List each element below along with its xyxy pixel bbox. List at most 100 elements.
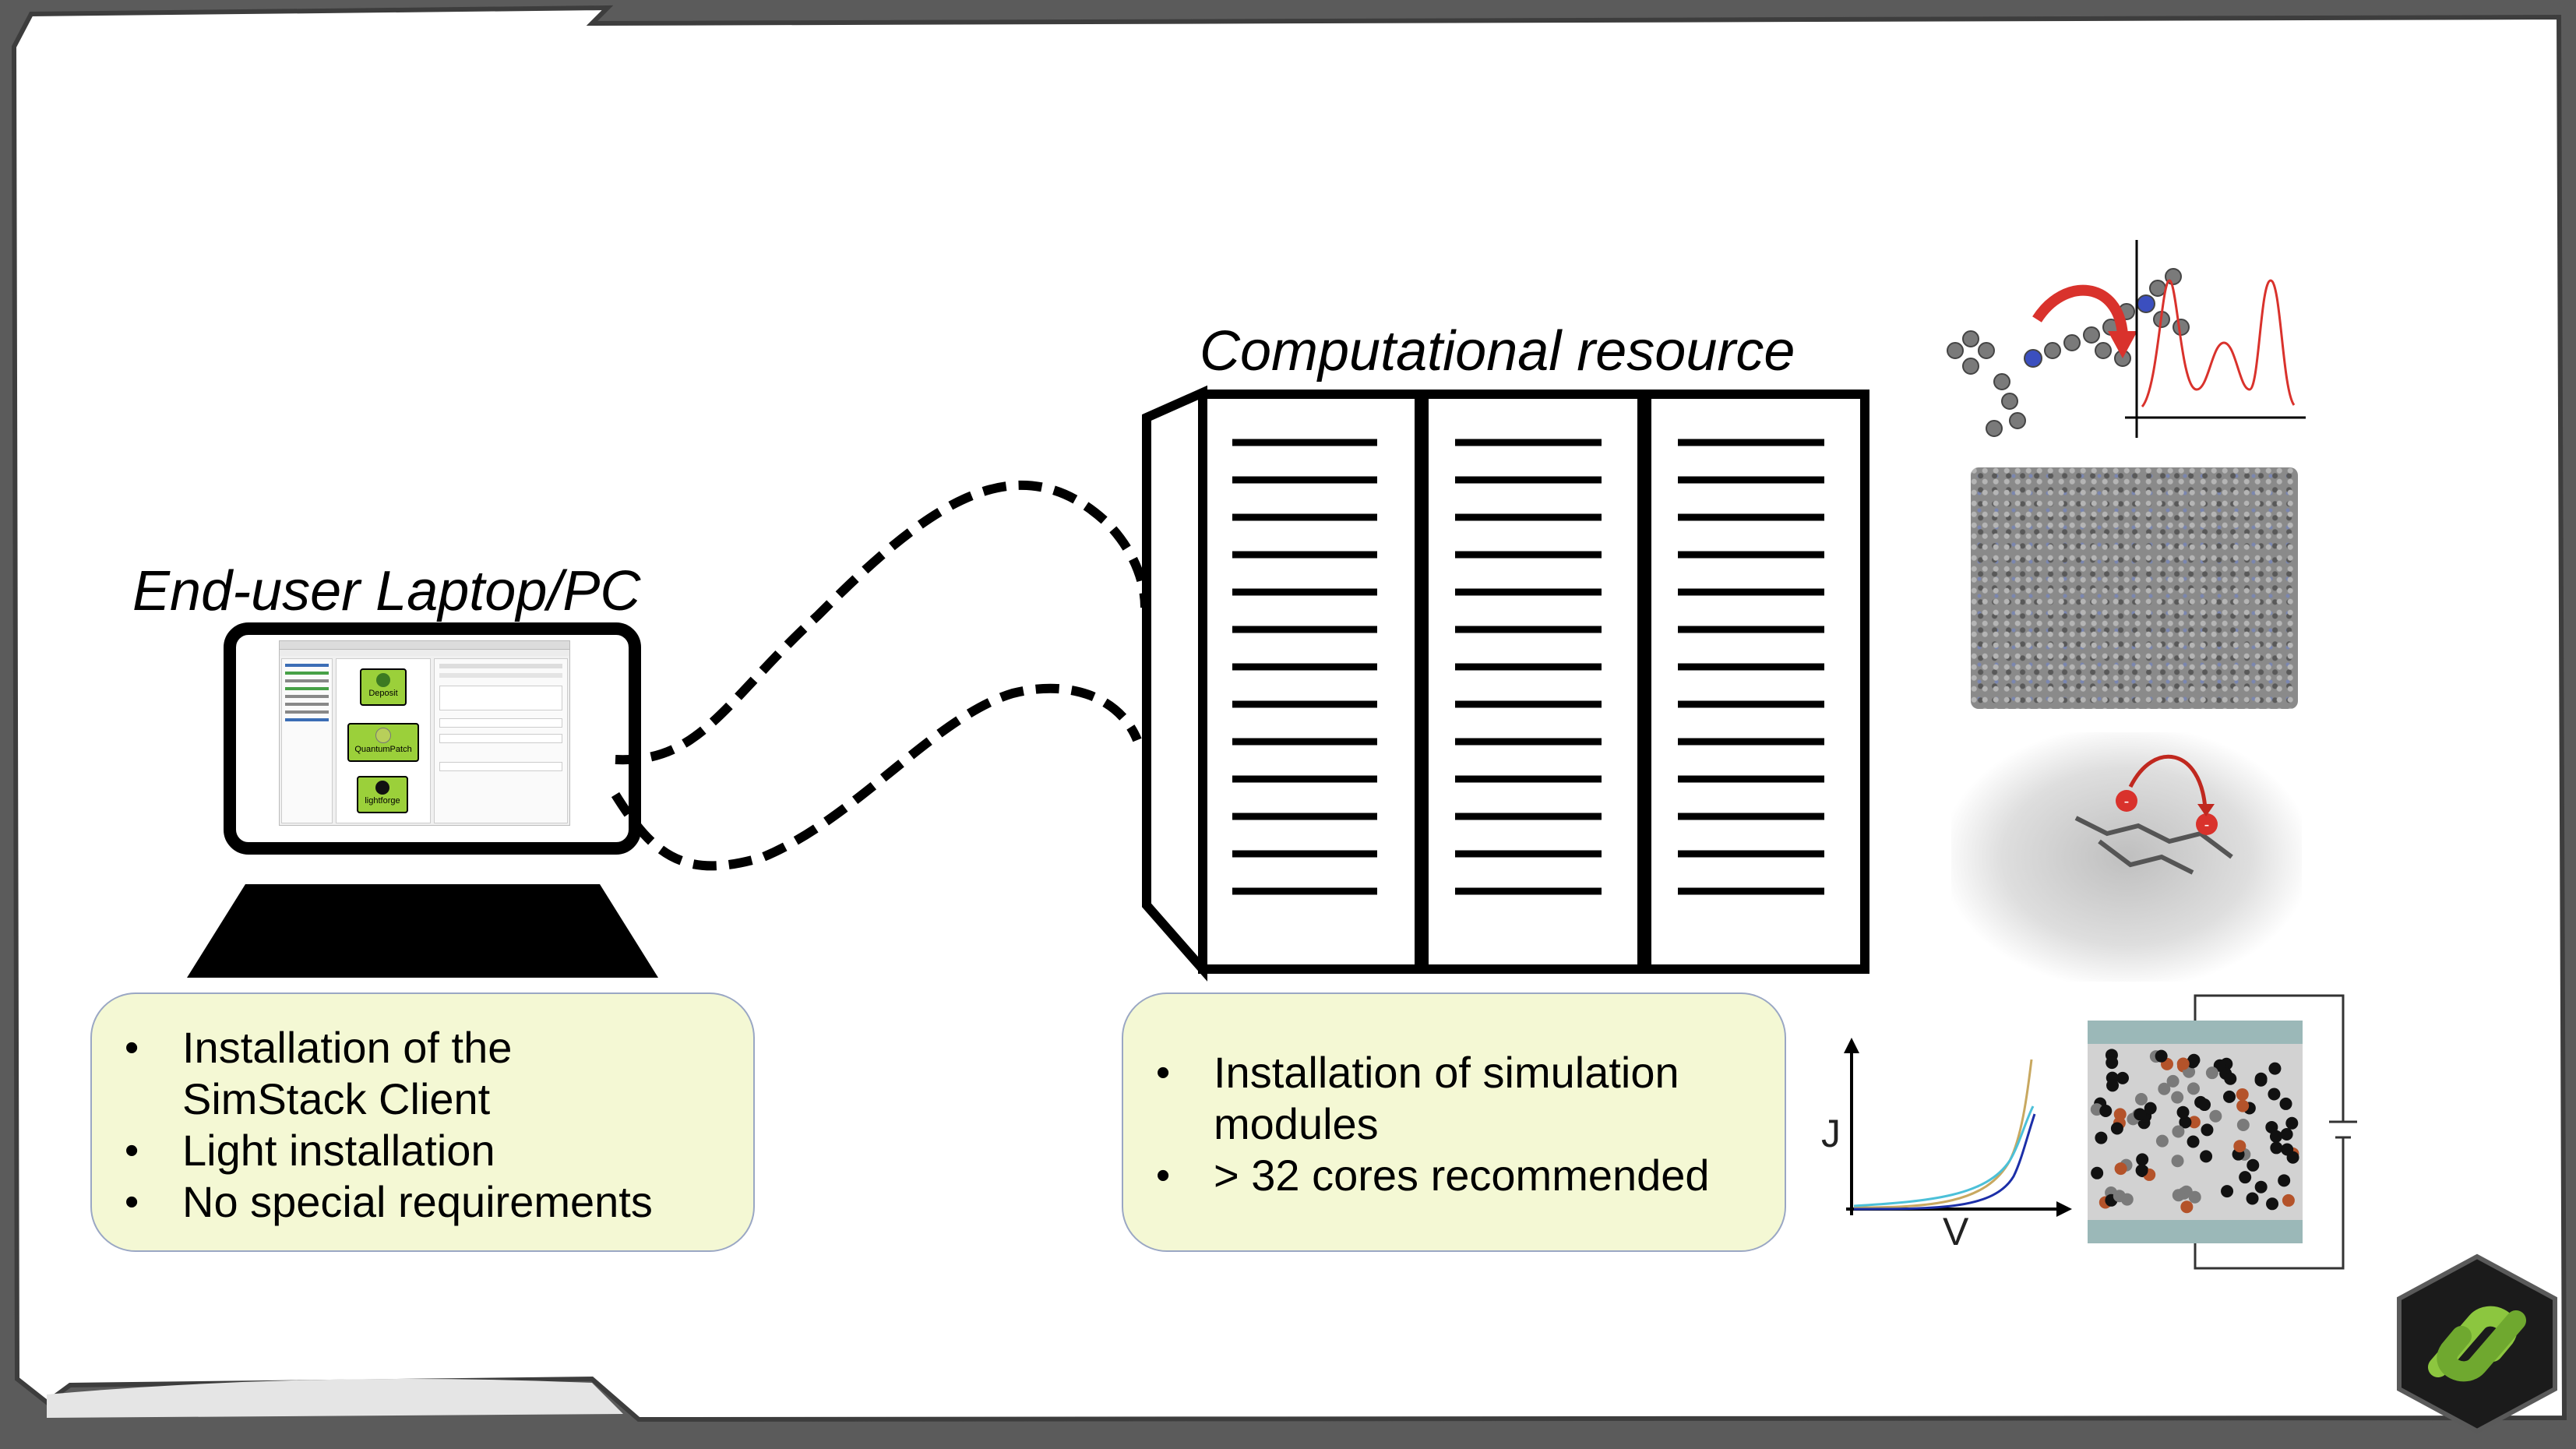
device-particle bbox=[2278, 1174, 2291, 1187]
laptop-info-item: Light installation bbox=[92, 1125, 753, 1176]
device-particle bbox=[2188, 1190, 2201, 1204]
laptop-info-box: Installation of the SimStack Client Ligh… bbox=[90, 992, 755, 1252]
device-particle bbox=[2281, 1143, 2294, 1156]
device-particle bbox=[2269, 1130, 2282, 1143]
rack-unit-2 bbox=[1419, 390, 1647, 974]
device-particle bbox=[2172, 1189, 2185, 1202]
resource-info-item: Installation of simulation modules bbox=[1123, 1047, 1728, 1150]
svg-text:-: - bbox=[2204, 816, 2210, 834]
rack-unit-1 bbox=[1198, 390, 1424, 974]
device-particle bbox=[2254, 1180, 2268, 1193]
device-particle bbox=[2239, 1171, 2252, 1184]
simstack-logo bbox=[2397, 1253, 2557, 1434]
laptop-title: End-user Laptop/PC bbox=[132, 560, 641, 622]
cable-upper bbox=[615, 480, 1150, 765]
device-particle bbox=[2136, 1153, 2149, 1166]
cable-lower bbox=[611, 683, 1142, 871]
device-particle bbox=[2106, 1056, 2119, 1070]
molecule-spectrum-image bbox=[1947, 240, 2306, 438]
device-particle bbox=[2116, 1071, 2129, 1084]
device-particle bbox=[2187, 1056, 2200, 1069]
mini-settings-panel bbox=[434, 658, 568, 823]
device-particle bbox=[2176, 1057, 2190, 1070]
molecule-structure bbox=[1947, 268, 2190, 437]
morphology-image bbox=[1971, 467, 2298, 709]
device-particle bbox=[2187, 1135, 2200, 1148]
device-particle bbox=[2110, 1122, 2123, 1135]
iv-x-axis-label: V bbox=[1943, 1210, 1969, 1253]
device-particle bbox=[2279, 1097, 2292, 1110]
resource-info-item: > 32 cores recommended bbox=[1123, 1150, 1785, 1201]
mini-titlebar bbox=[280, 641, 569, 650]
device-particle bbox=[2166, 1074, 2180, 1088]
device-particle bbox=[2236, 1118, 2250, 1131]
mini-sidebar bbox=[281, 658, 333, 823]
device-particle bbox=[2246, 1192, 2259, 1205]
device-particle bbox=[2106, 1079, 2120, 1092]
device-particle bbox=[2221, 1185, 2234, 1198]
laptop-keyboard-base bbox=[187, 884, 658, 978]
device-particle bbox=[2171, 1091, 2184, 1104]
device-particle bbox=[2120, 1193, 2134, 1206]
device-particle bbox=[2134, 1108, 2147, 1121]
device-particle bbox=[2180, 1200, 2194, 1214]
resource-info-box: Installation of simulation modules > 32 … bbox=[1122, 992, 1786, 1252]
device-particle bbox=[2135, 1164, 2148, 1177]
charge-hopping-image: - - bbox=[1951, 732, 2302, 982]
device-particle bbox=[2268, 1062, 2282, 1075]
device-particle bbox=[2222, 1090, 2236, 1103]
device-particle bbox=[2194, 1095, 2208, 1109]
device-particle bbox=[2201, 1123, 2214, 1137]
charge-1-icon bbox=[2116, 790, 2137, 812]
device-particle bbox=[2171, 1155, 2184, 1168]
device-particles bbox=[2090, 1049, 2299, 1214]
device-particle bbox=[2285, 1116, 2299, 1130]
device-particle bbox=[2134, 1092, 2148, 1105]
device-particle bbox=[2200, 1150, 2213, 1163]
svg-text:-: - bbox=[2124, 793, 2130, 810]
hop-arrow bbox=[2128, 754, 2208, 809]
iv-plot bbox=[1844, 1038, 2072, 1217]
device-particle bbox=[2158, 1082, 2171, 1095]
device-particle bbox=[2091, 1166, 2104, 1179]
device-particle bbox=[2179, 1116, 2192, 1129]
device-particle bbox=[2155, 1134, 2169, 1148]
device-particle bbox=[2172, 1125, 2185, 1138]
mini-menubar bbox=[280, 650, 569, 656]
iv-y-axis-label: J bbox=[1821, 1112, 1841, 1155]
device-particle bbox=[2270, 1141, 2283, 1155]
rack-side-panel bbox=[1142, 385, 1207, 982]
laptop-info-list: Installation of the SimStack Client Ligh… bbox=[92, 1022, 753, 1228]
device-particle bbox=[2113, 1108, 2127, 1121]
resource-info-list: Installation of simulation modules > 32 … bbox=[1123, 1047, 1785, 1201]
node-deposit: Deposit bbox=[360, 668, 407, 706]
device-particle bbox=[2155, 1049, 2168, 1063]
device-particle bbox=[2187, 1116, 2201, 1129]
device-particle bbox=[2176, 1105, 2190, 1119]
rack-unit-3 bbox=[1642, 390, 1869, 974]
node-lightforge: lightforge bbox=[357, 776, 408, 813]
device-particle bbox=[2224, 1072, 2237, 1085]
device-particle bbox=[2114, 1162, 2127, 1176]
laptop-info-item: Installation of the SimStack Client bbox=[92, 1022, 587, 1125]
device-particle bbox=[2280, 1127, 2293, 1141]
mini-canvas: Deposit QuantumPatch lightforge bbox=[336, 658, 431, 823]
server-rack bbox=[1142, 385, 1869, 982]
device-particle bbox=[2144, 1102, 2157, 1115]
device-particle bbox=[2099, 1105, 2113, 1118]
transfer-arrow bbox=[2032, 284, 2128, 336]
device-particle bbox=[2205, 1066, 2218, 1080]
device-particle bbox=[2266, 1197, 2279, 1211]
resource-title: Computational resource bbox=[1200, 320, 1795, 383]
device-particle bbox=[2236, 1088, 2249, 1101]
device-particle bbox=[2247, 1158, 2260, 1172]
laptop-info-item: No special requirements bbox=[92, 1176, 753, 1228]
device-particle bbox=[2254, 1074, 2268, 1087]
spectrum-curve bbox=[2141, 279, 2296, 408]
charge-2-icon bbox=[2196, 813, 2218, 835]
device-stack-image bbox=[2088, 994, 2357, 1270]
node-quantumpatch: QuantumPatch bbox=[347, 723, 419, 762]
laptop-screen-content: Deposit QuantumPatch lightforge bbox=[279, 640, 570, 826]
device-particle bbox=[2187, 1082, 2200, 1095]
